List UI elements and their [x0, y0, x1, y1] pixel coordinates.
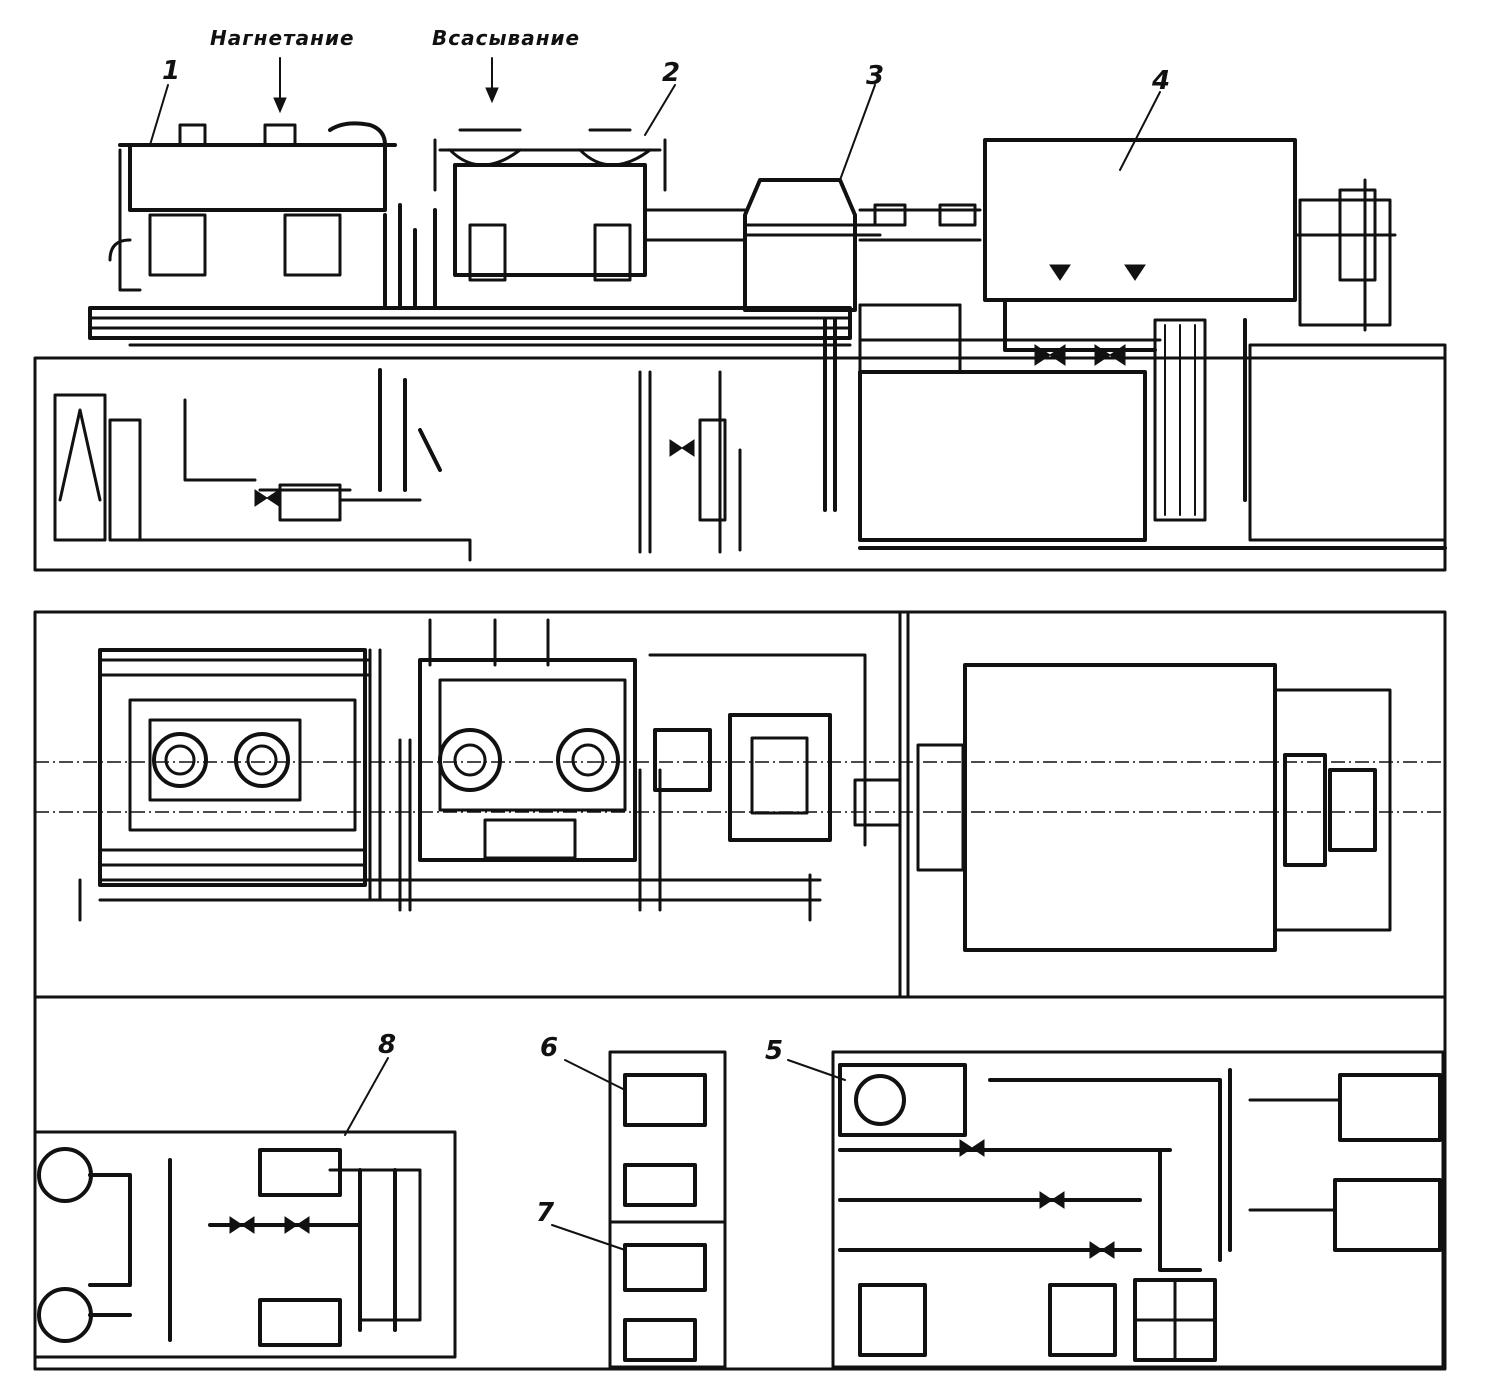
heat-exchanger	[1153, 318, 1207, 522]
gearbox-3-plan	[728, 713, 832, 842]
compressor-2-plan	[418, 658, 637, 862]
leader-lines	[149, 57, 1161, 1251]
unit-6-box	[608, 1050, 727, 1224]
motor-4-plan	[963, 663, 1277, 952]
unit-8-pumps	[37, 1147, 422, 1347]
oil-tank	[858, 370, 1147, 542]
callout-5: 5	[765, 1036, 784, 1066]
callout-2: 2	[662, 58, 681, 88]
leader-4	[1119, 91, 1161, 171]
unit-8-area	[33, 1130, 457, 1359]
motor-4-body	[983, 138, 1297, 302]
callout-4: 4	[1152, 66, 1171, 96]
valve-symbols-elevation	[254, 264, 1146, 507]
gearbox-3-body	[743, 178, 857, 312]
leader-2	[644, 84, 676, 136]
leader-3	[839, 84, 876, 181]
callout-8: 8	[378, 1030, 397, 1060]
callout-7: 7	[536, 1198, 555, 1228]
callout-3: 3	[866, 61, 885, 91]
callout-1: 1	[162, 56, 181, 86]
compressor-1-plan	[98, 648, 367, 887]
leader-7	[551, 1224, 626, 1251]
auxiliary-plan-view	[33, 995, 1447, 1371]
cylinder-heads	[152, 728, 620, 792]
compressor-2-body	[453, 163, 647, 277]
leader-5	[787, 1059, 846, 1081]
leader-1	[149, 84, 169, 146]
valve-symbols-aux	[229, 1139, 1115, 1259]
plan-view	[33, 610, 1447, 999]
compressor-1-body	[128, 143, 387, 212]
leader-6	[564, 1059, 626, 1091]
discharge-caption: Нагнетание	[210, 26, 355, 50]
pipe-rack-beam	[88, 306, 852, 340]
elevation-view	[33, 121, 1447, 572]
suction-caption: Всасывание	[432, 26, 581, 50]
leader-8	[344, 1057, 389, 1136]
unit-5-area	[831, 1050, 1445, 1369]
unit-7-box	[608, 1220, 727, 1369]
callout-6: 6	[540, 1033, 559, 1063]
plan-frame	[33, 610, 1447, 999]
